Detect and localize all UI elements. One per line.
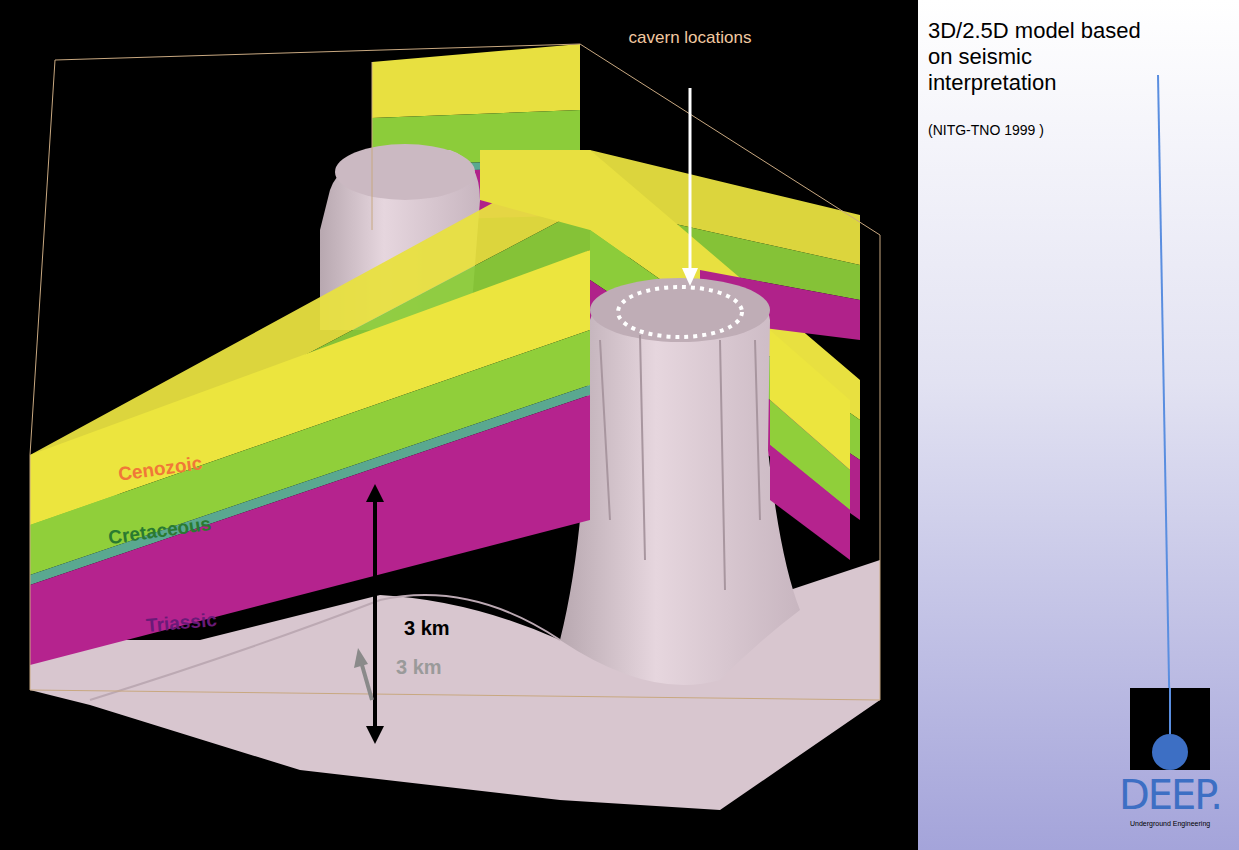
source-caption: (NITG-TNO 1999 ) [928, 122, 1044, 138]
logo-subtitle: Underground Engineering [1130, 820, 1210, 827]
dimension-label: 3 km [404, 617, 450, 640]
callout-label: cavern locations [620, 28, 760, 47]
logo-text: DEEP. [1119, 772, 1221, 818]
side-panel [918, 0, 1239, 850]
diagram-title: 3D/2.5D model based on seismic interpret… [928, 18, 1158, 96]
dimension-label: 3 km [396, 656, 442, 679]
